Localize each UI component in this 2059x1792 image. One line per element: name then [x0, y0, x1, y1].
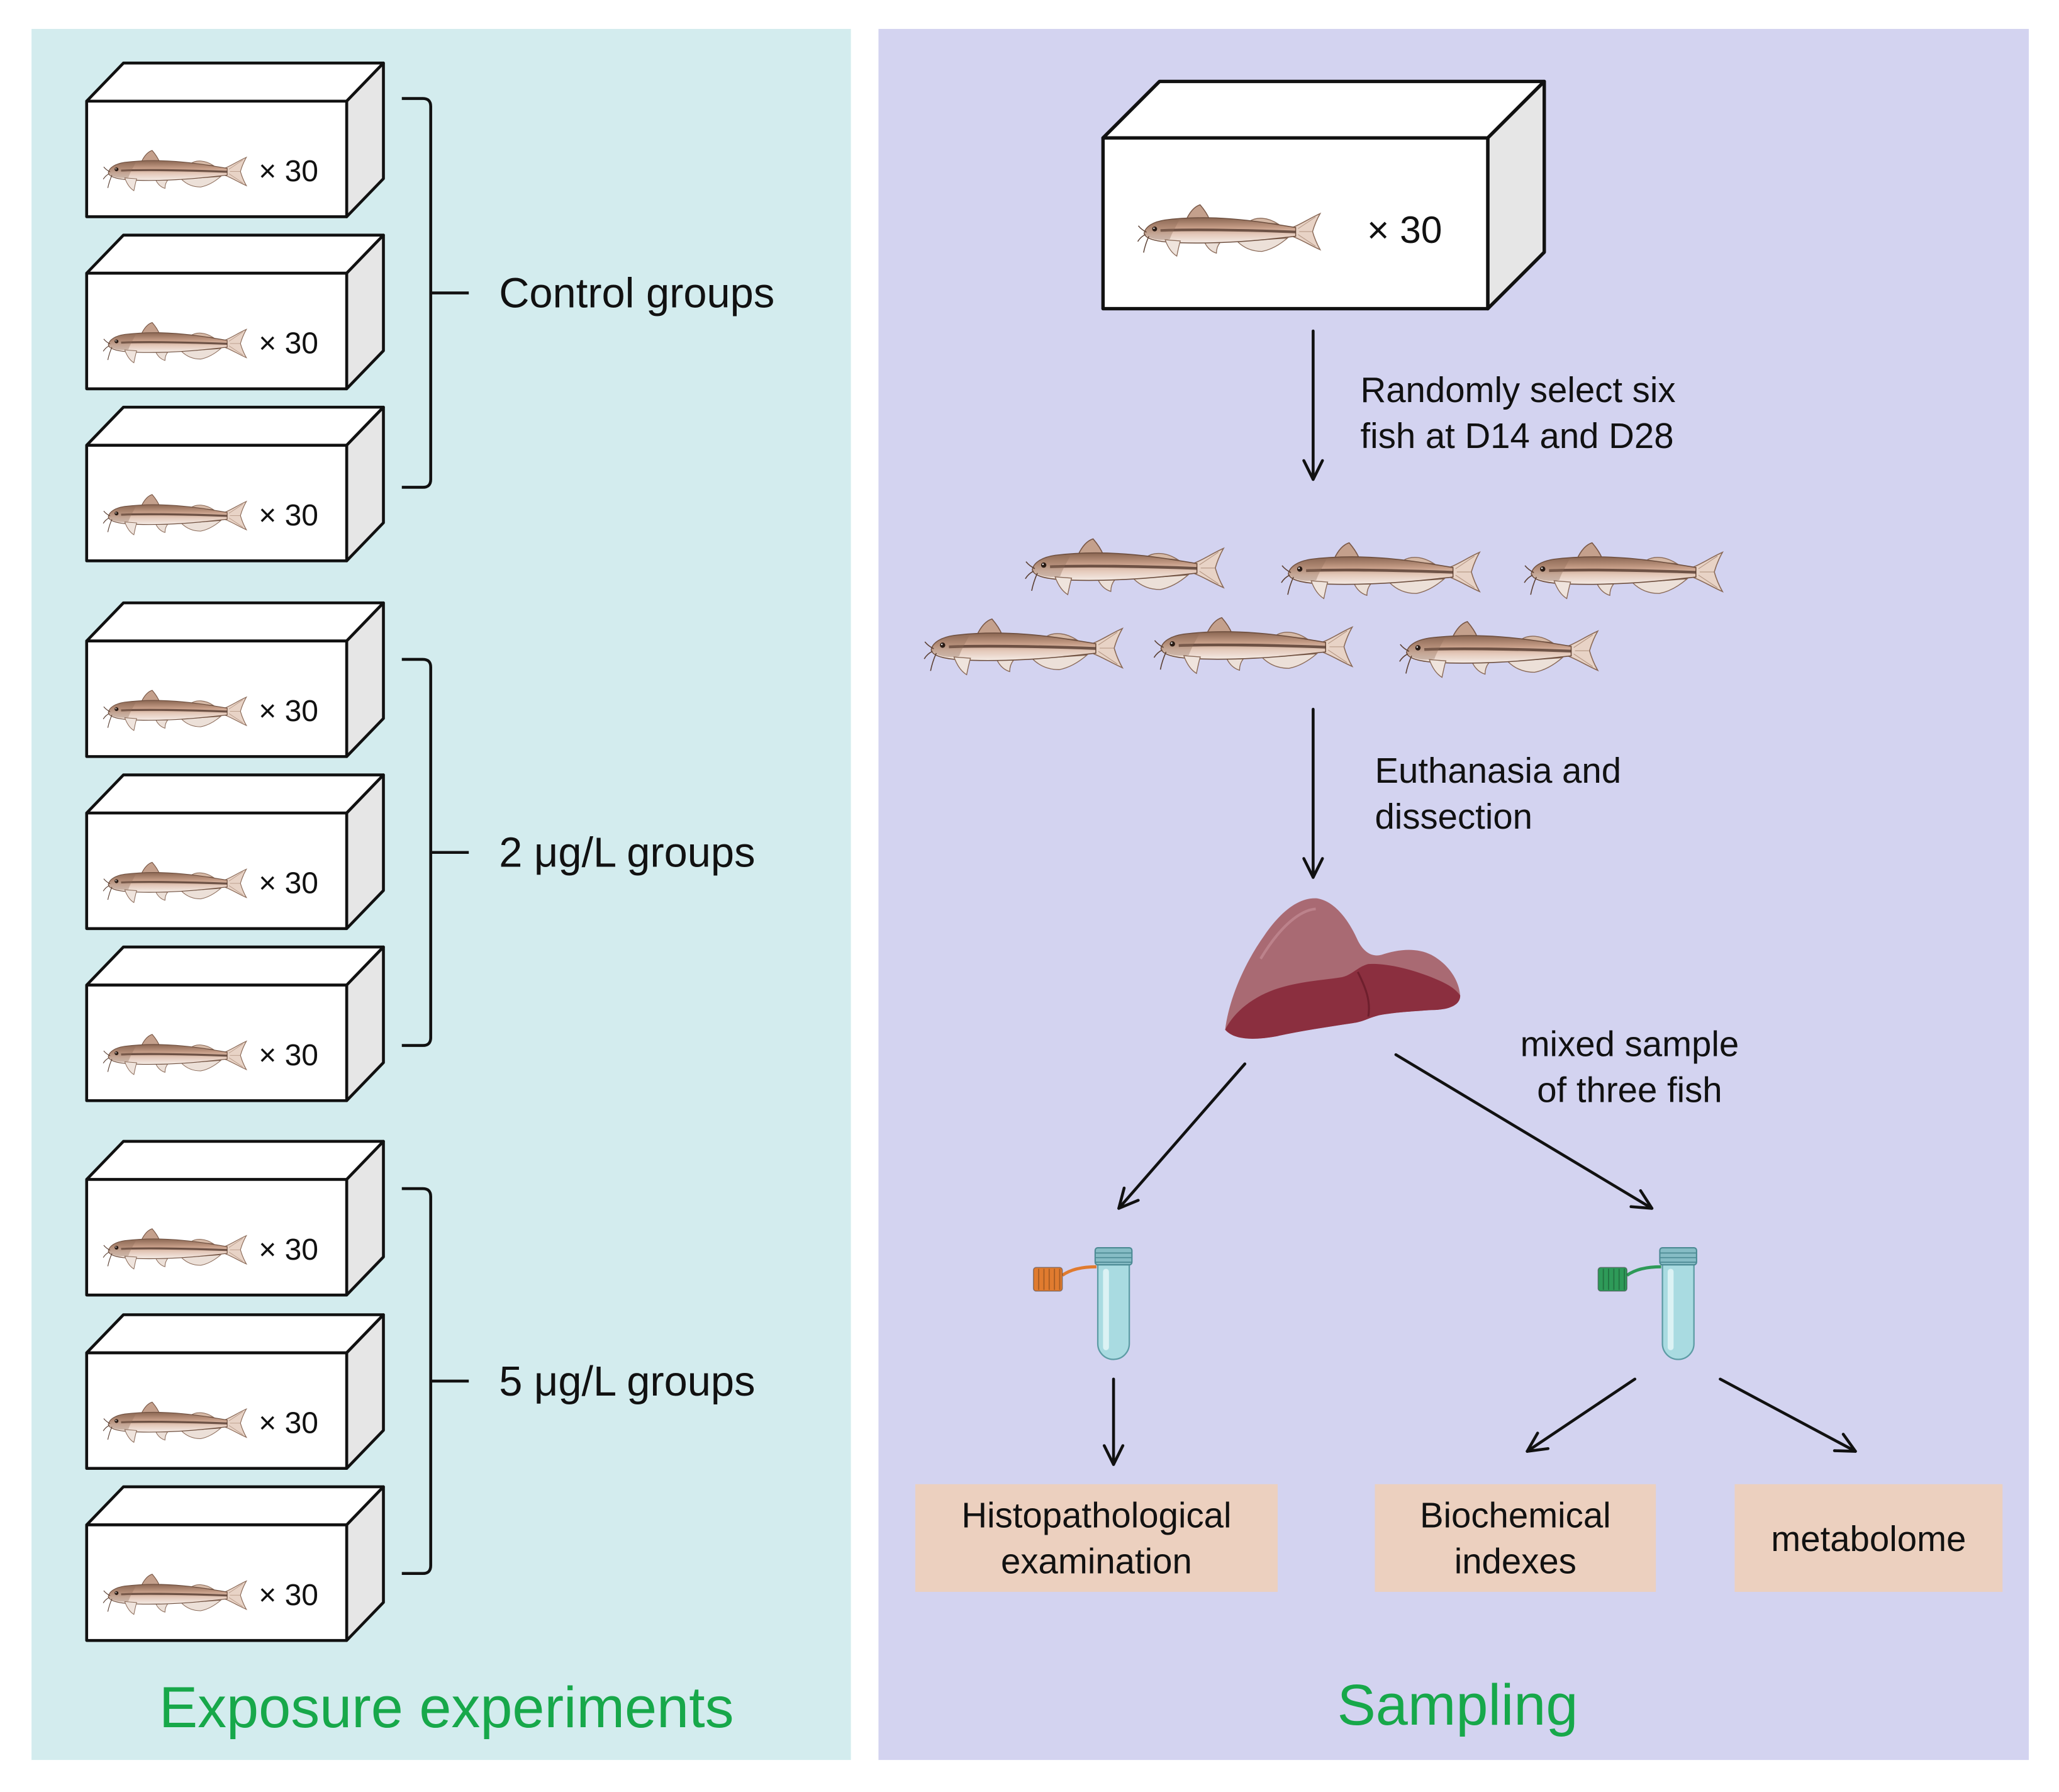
arrow-to-biochem-tube [1394, 1053, 1654, 1210]
group-bracket [401, 97, 469, 489]
group-label: 5 μg/L groups [499, 1358, 755, 1405]
tank-fish-count: × 30 [259, 499, 318, 532]
arrow-dissect [1302, 707, 1324, 879]
tank-fish-count: × 30 [259, 695, 318, 728]
dissection-step-label: Euthanasia and [1375, 751, 1621, 790]
output-box-background [1734, 1484, 2003, 1592]
fish-tank: × 30 [85, 405, 385, 563]
exposure-groups: × 30 × 30 × 30 Control groups × 30 × 30 × 30 2 … [85, 61, 774, 1642]
tank-top-face [85, 1140, 385, 1181]
exposure-panel-title: Exposure experiments [159, 1676, 734, 1740]
group-bracket [401, 658, 469, 1047]
liver-icon [1225, 898, 1461, 1039]
tank-top-face [85, 233, 385, 275]
output-box-background [1375, 1484, 1656, 1592]
tank-top-face [85, 945, 385, 987]
group-label: Control groups [499, 270, 774, 316]
arrow-to-biochemical [1526, 1377, 1637, 1453]
tank-fish-count: × 30 [259, 866, 318, 900]
output-label: Histopathological [961, 1496, 1231, 1535]
arrow-head [1302, 857, 1324, 879]
arrow-to-metabolome [1719, 1377, 1857, 1453]
fish-tank: × 30 [85, 1140, 385, 1297]
tank-top-face [1101, 79, 1546, 140]
fish-tank: × 30 [85, 233, 385, 391]
tank-front-face [85, 271, 349, 391]
arrow-shaft [1394, 1053, 1654, 1210]
output-label: metabolome [1771, 1519, 1966, 1559]
exposure-group: × 30 × 30 × 30 Control groups [85, 61, 774, 563]
tank-top-face [85, 1485, 385, 1526]
output-label: Biochemical [1420, 1496, 1611, 1535]
tank-front-face [85, 99, 349, 218]
liver-highlight [1259, 907, 1316, 960]
tank-front-face [85, 983, 349, 1102]
sampling-panel-title: Sampling [1337, 1673, 1578, 1737]
dissection-step-label: dissection [1375, 797, 1532, 836]
output-box-histopathology: Histopathological examination [915, 1484, 1278, 1592]
tank-top-face [85, 601, 385, 642]
fish-tank: × 30 [1101, 79, 1546, 311]
arrow-to-histopathology [1102, 1377, 1125, 1466]
arrow-head [1102, 1444, 1125, 1466]
tank-front-face [85, 1178, 349, 1297]
fish-tank: × 30 [85, 601, 385, 758]
exposure-group: × 30 × 30 × 30 2 μg/L groups [85, 601, 755, 1102]
arrow-head [1833, 1433, 1857, 1453]
arrow-head [1117, 1186, 1140, 1210]
tank-top-face [85, 773, 385, 815]
tank-front-face [85, 1351, 349, 1470]
tank-top-face [85, 61, 385, 103]
output-box-biochemical: Biochemical indexes [1375, 1484, 1656, 1592]
arrow-head [1629, 1189, 1654, 1210]
arrow-head [1526, 1431, 1550, 1453]
select-step-label: fish at D14 and D28 [1361, 416, 1674, 456]
tank-front-face [1101, 136, 1490, 311]
tank-fish-count: × 30 [259, 1406, 318, 1440]
arrow-head [1302, 459, 1324, 481]
liver-underside [1225, 963, 1461, 1039]
tank-fish-count: × 30 [1367, 208, 1442, 251]
output-box-metabolome: metabolome [1734, 1484, 2003, 1592]
tank-fish-count: × 30 [259, 1039, 318, 1072]
liver-crease [1356, 971, 1370, 1017]
output-box-background [915, 1484, 1278, 1592]
tank-top-face [85, 405, 385, 447]
select-step-label: Randomly select six [1361, 370, 1676, 410]
pooling-note-label: of three fish [1537, 1070, 1722, 1109]
output-label: indexes [1454, 1542, 1576, 1581]
tank-top-face [85, 1313, 385, 1355]
exposure-group: × 30 × 30 × 30 5 μg/L groups [85, 1140, 755, 1642]
pooling-note-label: mixed sample [1521, 1024, 1739, 1063]
arrow-select [1302, 329, 1324, 481]
group-bracket [401, 1187, 469, 1576]
tank-fish-count: × 30 [259, 155, 318, 188]
tank-front-face [85, 639, 349, 758]
tank-front-face [85, 444, 349, 563]
arrow-shaft [1719, 1377, 1857, 1453]
group-label: 2 μg/L groups [499, 830, 755, 876]
sampling-panel [878, 28, 2029, 1761]
fish-tank: × 30 [85, 773, 385, 931]
fish-tank: × 30 [85, 945, 385, 1102]
fish-tank: × 30 [85, 1485, 385, 1642]
arrow-shaft [1117, 1062, 1247, 1210]
tank-front-face [85, 811, 349, 931]
output-label: examination [1001, 1542, 1192, 1581]
fish-tank: × 30 [85, 61, 385, 218]
tank-fish-count: × 30 [259, 327, 318, 361]
tank-front-face [85, 1523, 349, 1642]
fish-tank: × 30 [85, 1313, 385, 1470]
arrow-shaft [1526, 1377, 1637, 1453]
tank-fish-count: × 30 [259, 1233, 318, 1267]
tank-fish-count: × 30 [259, 1579, 318, 1612]
arrow-to-histology-tube [1117, 1062, 1247, 1210]
